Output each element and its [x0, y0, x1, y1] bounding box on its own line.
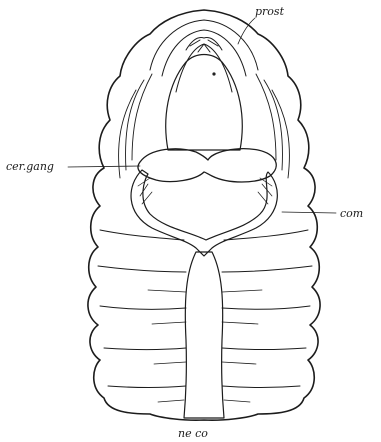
label-com: com: [340, 207, 363, 220]
cerebral-ganglia: [138, 149, 276, 182]
segmental-nerves: [148, 290, 262, 402]
label-ne-co: ne co: [178, 427, 208, 440]
circumpharyngeal-commissures: [131, 170, 277, 256]
cer-gang-leader: [68, 166, 140, 167]
com-leader: [282, 212, 336, 213]
prostomium-lines: [150, 20, 258, 92]
nerve-cord: [184, 252, 224, 418]
label-cer-gang: cer.gang: [6, 160, 54, 173]
worm-body-outline: [88, 10, 320, 420]
prost-leader: [238, 18, 255, 44]
label-prost: prost: [255, 5, 285, 18]
lateral-nerve-lines: [119, 74, 290, 178]
segment-furrows: [98, 230, 312, 388]
pharynx-outline: [166, 55, 243, 151]
mouth-dot: [212, 72, 215, 75]
